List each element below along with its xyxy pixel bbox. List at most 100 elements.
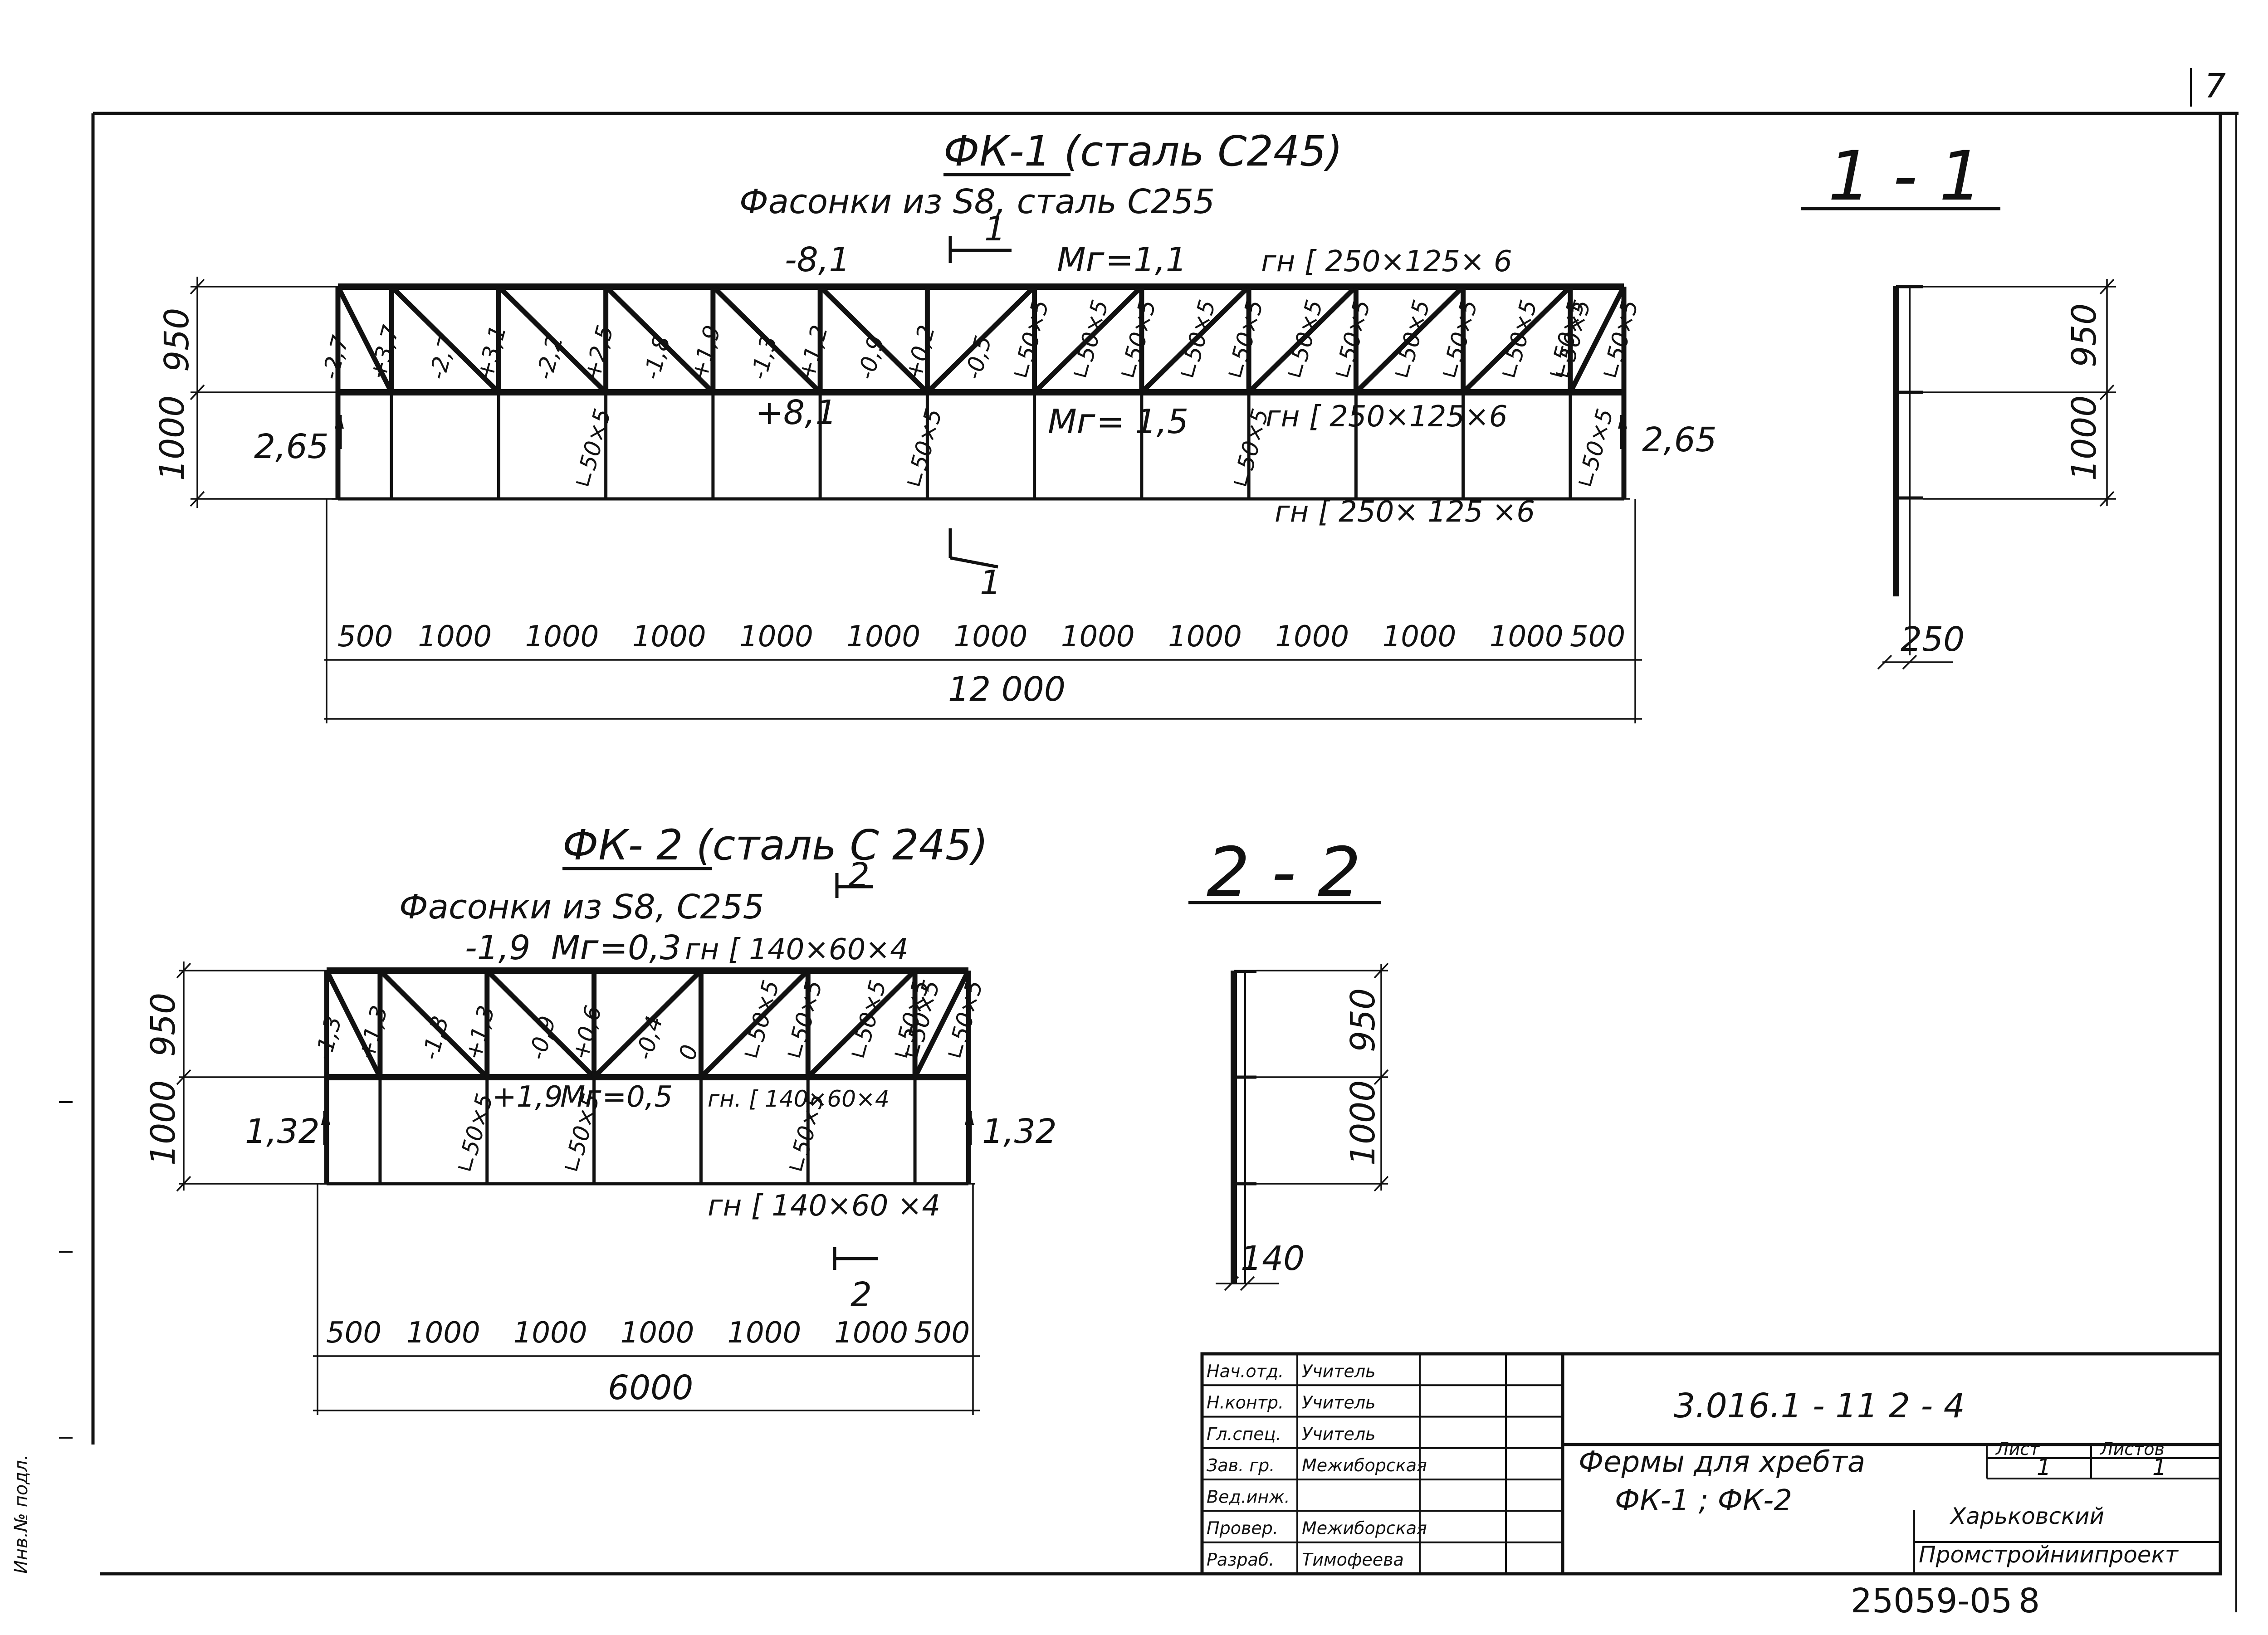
fk1-mid-force: +8,1 [755, 393, 837, 432]
fk2-title: ФК- 2 (сталь С 245) [562, 821, 988, 869]
fk2-top-chord-profile: гн [ 140×60×4 [685, 933, 909, 966]
panel-dimension: 1000 [406, 1316, 480, 1350]
member-label: ∟50×5 [1067, 297, 1113, 382]
fk1-support-right: 2,65 [1642, 420, 1717, 459]
member-label: +1,2 [793, 322, 833, 382]
section-2-2-title: 2 - 2 [1207, 833, 1361, 912]
staff-name: Тимофеева [1302, 1550, 1404, 1570]
member-label: ∟50×5 [1496, 297, 1542, 382]
member-label: -2,7 [317, 333, 354, 382]
staff-name: Учитель [1302, 1361, 1376, 1381]
fk2-top-moment: Мᴦ=0,3 [551, 928, 681, 967]
member-label: ∟50×5 [1388, 297, 1435, 382]
titleblock-sheets-value: 1 [2152, 1454, 2167, 1480]
member-label: -2,7 [424, 333, 461, 382]
titleblock-organization-line2: Промстройниипроект [1919, 1542, 2179, 1568]
member-label: ∟50×5 [738, 977, 784, 1063]
titleblock-description-line2: ФК-1 ; ФК-2 [1615, 1484, 1792, 1518]
staff-name: Межиборская [1302, 1455, 1427, 1475]
web-diagonal [378, 969, 489, 1079]
staff-role: Нач.отд. [1207, 1361, 1284, 1381]
fk1-section-mark-top: 1 [984, 210, 1006, 249]
fk1-truss [190, 236, 1642, 723]
web-diagonal [1354, 285, 1465, 394]
staff-name: Учитель [1302, 1424, 1376, 1444]
web-diagonal [925, 285, 1036, 394]
web-diagonal [1461, 285, 1572, 394]
fk1-title: ФК-1 (сталь С245) [943, 127, 1343, 176]
member-label: ∟50×5 [942, 977, 988, 1063]
section-1-1 [1801, 207, 2116, 670]
member-label: +1,3 [460, 1003, 499, 1063]
fk2-support-left: 1,32 [245, 1112, 320, 1151]
fk1-top-chord-profile: гн [ 250×125× 6 [1261, 245, 1512, 278]
archive-page: 8 [2019, 1581, 2040, 1620]
panel-dimension: 1000 [1383, 620, 1457, 654]
panel-dimension: 1000 [739, 620, 813, 654]
web-diagonal [1032, 285, 1144, 394]
fk2-gussets-note: Фасонки из S8, С255 [399, 888, 764, 927]
section-2-2 [1188, 901, 1389, 1291]
member-label: +2,5 [579, 322, 618, 382]
fk2-section-mark-bottom: 2 [850, 1275, 872, 1314]
title-block-staff-rows: Нач.отд.УчительН.контр.УчительГл.спец.Уч… [1207, 1361, 1427, 1570]
staff-role: Гл.спец. [1207, 1424, 1281, 1444]
staff-role: Разраб. [1207, 1550, 1274, 1570]
staff-name: Учитель [1302, 1393, 1376, 1413]
staff-role: Вед.инж. [1207, 1487, 1290, 1507]
member-label: -1,3 [417, 1013, 454, 1063]
web-diagonal [604, 285, 715, 394]
web-diagonal [1247, 285, 1358, 394]
titleblock-sheet-label: Лист [1995, 1439, 2040, 1459]
fk2-lower-verticals [378, 1077, 917, 1184]
web-diagonal [818, 285, 929, 394]
member-label: ∟50×5 [1281, 297, 1328, 382]
fk1-lower-verticals [390, 392, 1572, 499]
title-block [1200, 1352, 2222, 1576]
fk2-mid-chord-profile: гн. [ 140×60×4 [708, 1086, 890, 1112]
member-label: ∟50×5 [452, 1091, 498, 1176]
member-label: +1,9 [686, 322, 725, 382]
member-label: -1,3 [746, 333, 782, 382]
panel-dimension: 1000 [632, 620, 706, 654]
archive-number: 25059-05 [1851, 1581, 2012, 1620]
panel-dimension: 1000 [513, 1316, 587, 1350]
member-label: -0,9 [524, 1013, 561, 1063]
titleblock-sheets-label: Листов [2099, 1439, 2165, 1459]
fk2-height-top: 950 [144, 993, 183, 1057]
member-label: ∟50×5 [1174, 297, 1221, 382]
fk1-top-force: -8,1 [785, 240, 850, 279]
titleblock-code: 3.016.1 - 11 2 - 4 [1674, 1386, 1965, 1425]
panel-dimension: 1000 [954, 620, 1028, 654]
sheet-number: 7 [2204, 67, 2226, 106]
titleblock-organization-line1: Харьковский [1949, 1503, 2104, 1529]
member-label: +0,6 [567, 1003, 606, 1063]
fk1-bottom-chord-profile: гн [ 250× 125 ×6 [1275, 495, 1535, 529]
fk1-web-members [336, 285, 1626, 394]
fk1-height-top: 950 [157, 308, 196, 372]
member-label: ∟50×5 [845, 977, 891, 1063]
panel-dimension: 1000 [727, 1316, 801, 1350]
title-block-row-lines [1202, 1384, 1563, 1543]
panel-dimension: 1000 [1168, 620, 1242, 654]
fk1-height-bottom: 1000 [153, 395, 192, 481]
fk2-mid-moment: Мᴦ=0,5 [560, 1080, 673, 1114]
section-1-1-height-bottom: 1000 [2065, 395, 2104, 481]
fk2-mid-force: +1,9 [492, 1080, 562, 1114]
member-label: +3,1 [472, 322, 511, 382]
panel-dimension: 1000 [834, 1316, 908, 1350]
staff-role: Зав. гр. [1207, 1455, 1275, 1475]
fk2-total-length: 6000 [608, 1368, 693, 1407]
member-label: ∟50×5 [1572, 406, 1618, 491]
panel-dimension: 1000 [1490, 620, 1564, 654]
panel-dimension: 1000 [418, 620, 492, 654]
titleblock-sheet-value: 1 [2037, 1454, 2051, 1480]
fk1-section-mark-bottom: 1 [980, 563, 1001, 602]
titleblock-description-line1: Фермы для хребта [1579, 1445, 1865, 1479]
staff-name: Межиборская [1302, 1518, 1427, 1538]
panel-dimension: 1000 [1275, 620, 1349, 654]
member-label: +1,3 [353, 1003, 392, 1063]
